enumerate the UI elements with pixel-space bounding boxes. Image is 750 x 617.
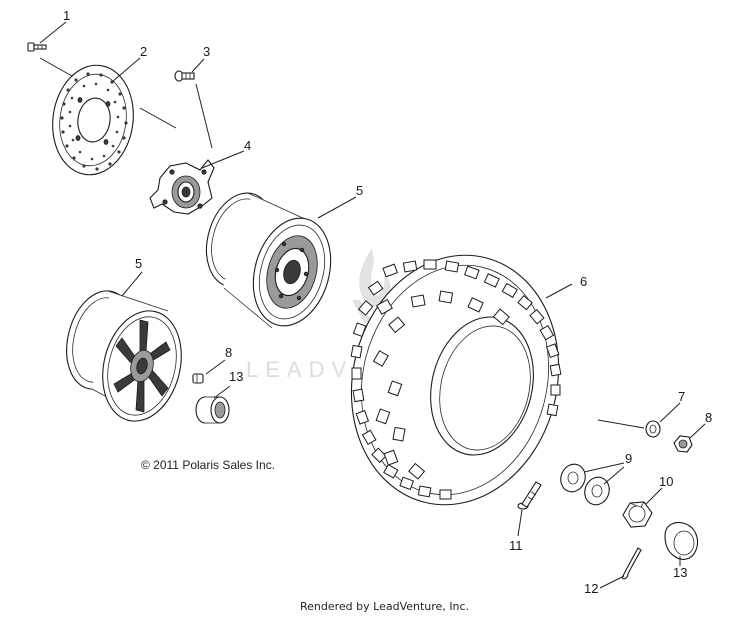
part-6-tire [350,254,562,506]
callout-10: 10 [659,474,673,489]
callout-8-right: 8 [705,410,712,425]
part-9-washers [560,463,610,506]
callout-4: 4 [244,138,251,153]
callout-13-left: 13 [229,369,243,384]
callout-7: 7 [678,389,685,404]
callout-11: 11 [509,538,523,553]
part-3-bolt [174,70,195,82]
callout-5-lower: 5 [135,256,142,271]
part-13-center-cap-left [195,396,230,424]
part-11-wheel-stud [517,481,542,510]
callout-9: 9 [625,451,632,466]
copyright-notice: © 2011 Polaris Sales Inc. [141,458,276,472]
callout-5-upper: 5 [356,183,363,198]
callout-labels: 1 2 3 4 5 5 6 7 8 8 9 10 11 12 13 13 [63,8,712,596]
leader-lines [39,21,706,589]
callout-1: 1 [63,8,70,23]
part-12-cotter-pin [621,547,642,580]
part-5-rim-lower [66,290,182,422]
part-8-nut-right [673,435,693,453]
callout-2: 2 [140,44,147,59]
part-4-hub [149,159,215,215]
callout-6: 6 [580,274,587,289]
part-7-washer [645,420,661,438]
part-2-brake-disc [52,64,134,176]
callout-3: 3 [203,44,210,59]
part-8-lug-nut-left [192,373,204,384]
callout-13-right: 13 [673,565,687,580]
part-1-bolt [27,42,47,52]
part-13-center-cap-right [664,521,699,560]
callout-8-left: 8 [225,345,232,360]
tire-tread-blocks [350,259,562,500]
rendered-by-footer: Rendered by LeadVenture, Inc. [300,600,470,613]
part-10-axle-nut [622,501,653,528]
callout-12: 12 [584,581,598,596]
part-5-rim-upper [205,192,332,330]
